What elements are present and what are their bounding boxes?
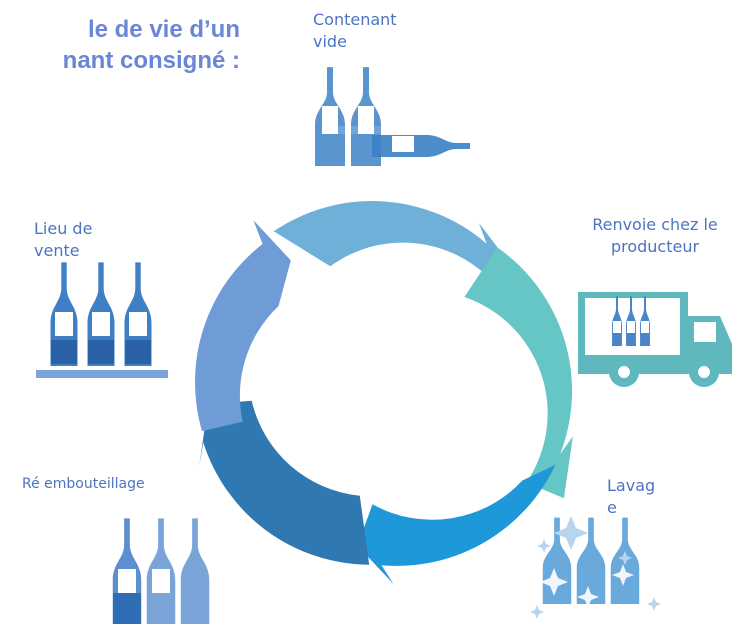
truck-icon bbox=[578, 292, 732, 387]
title-line-2: nant consigné : bbox=[62, 47, 240, 74]
cycle-ring bbox=[195, 201, 573, 584]
title-line-1: le de vie d’un bbox=[87, 16, 240, 43]
cycle-arrow-washing bbox=[357, 464, 556, 584]
bottles-icon bbox=[112, 518, 210, 624]
cycle-arrow-point-of-sale bbox=[195, 220, 291, 432]
label-washing: Lavag e bbox=[607, 476, 656, 517]
sparkle-bottles-icon bbox=[530, 516, 661, 619]
label-point-of-sale: Lieu de vente bbox=[34, 219, 93, 260]
label-sent-back: Renvoie chez le producteur bbox=[592, 215, 718, 256]
cycle-arrow-rebottling bbox=[199, 400, 370, 565]
cycle-arrow-sent-back bbox=[464, 247, 573, 499]
label-rebottling: Ré embouteillage bbox=[22, 476, 145, 492]
label-empty-container: Contenant vide bbox=[313, 10, 397, 51]
diagram-title: le de vie d’un nant consigné : bbox=[0, 14, 240, 76]
bottles-icon bbox=[315, 67, 470, 166]
cycle-arrow-empty-container bbox=[273, 201, 509, 298]
shelf-bottles-icon bbox=[36, 262, 168, 378]
